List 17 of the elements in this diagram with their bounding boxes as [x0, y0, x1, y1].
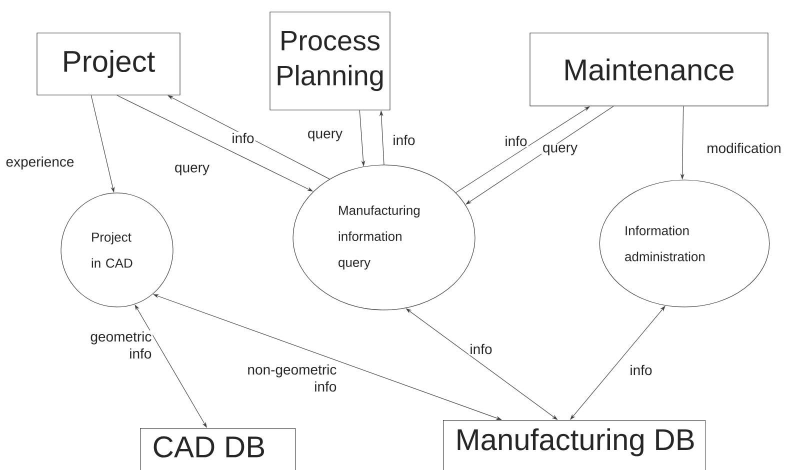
edge-label: query [174, 164, 211, 176]
edge-label: query [542, 144, 578, 156]
edge-label: geometric info [80, 330, 153, 360]
edge-label: non-geometric info [236, 363, 338, 393]
database-box: Manufacturing DB [443, 420, 706, 470]
edge-label: query [306, 130, 344, 142]
edge-label: info [230, 132, 256, 144]
edge-label: info [392, 134, 416, 146]
edge-label: info [628, 364, 654, 376]
edge-label: modification [706, 142, 782, 154]
edge-label: info [468, 342, 494, 356]
edge-label: info [504, 134, 528, 148]
database-box: CAD DB [140, 428, 296, 470]
process-box: Project [36, 32, 180, 96]
process-box: Process Planning [270, 12, 390, 110]
process-box: Maintenance [530, 32, 768, 106]
edge-label: experience [4, 155, 76, 170]
